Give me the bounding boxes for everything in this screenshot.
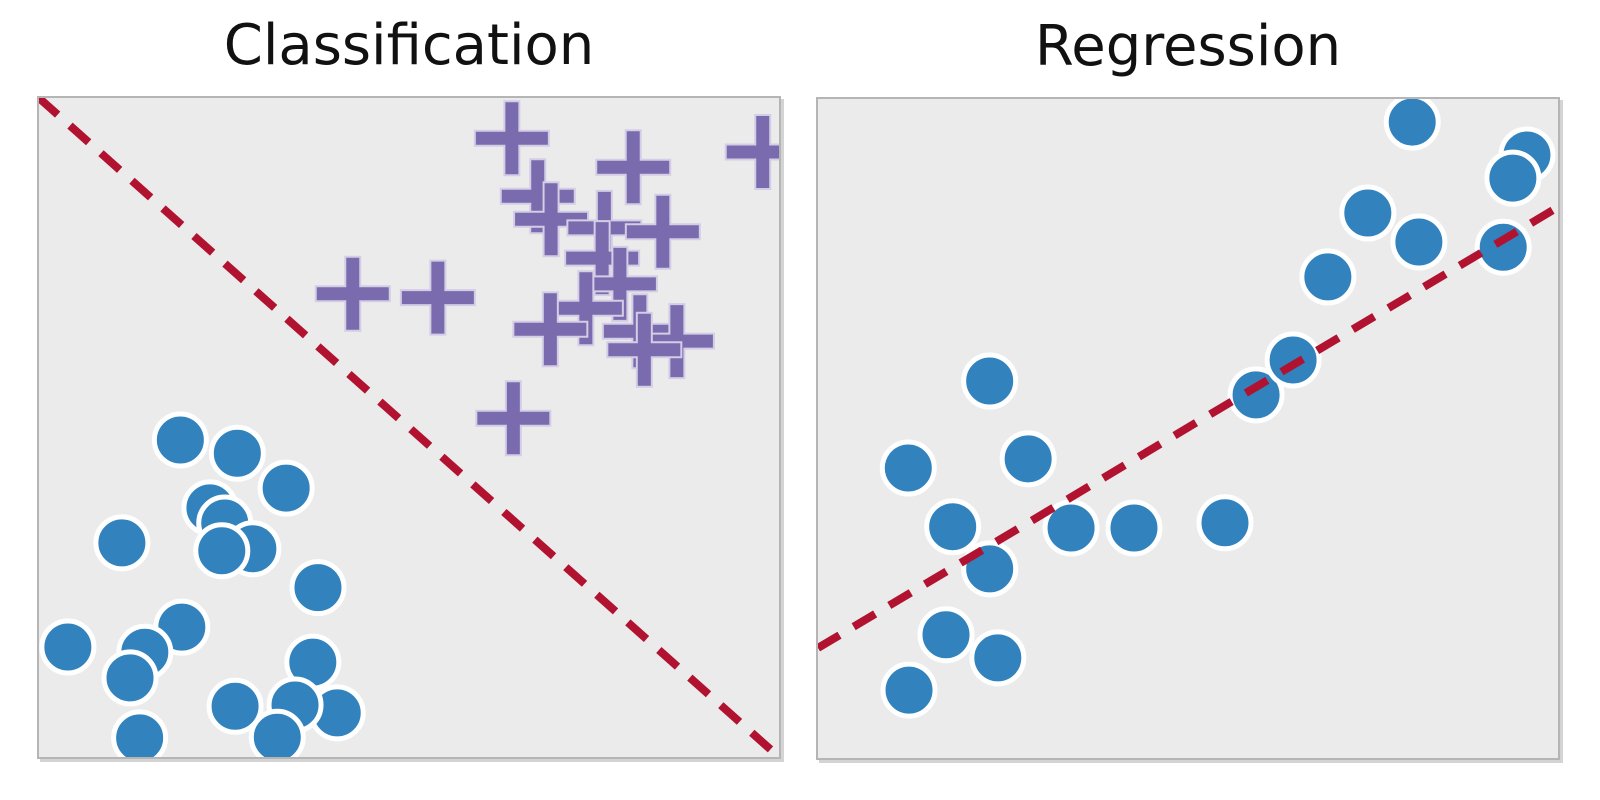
class-B-plus-point — [624, 193, 701, 270]
regression-circles-point — [1227, 366, 1285, 424]
class-B-plus-point — [314, 255, 391, 332]
class-B-plus-point — [475, 380, 552, 457]
regression-circles-point — [1299, 248, 1357, 306]
class-A-circles-point — [111, 709, 169, 757]
class-A-circles-point — [248, 708, 306, 757]
regression-circles-point — [1383, 99, 1441, 151]
class-A-circles-point — [193, 522, 251, 580]
panel-classification: Classification — [37, 13, 781, 759]
regression-scatter-svg — [818, 99, 1558, 719]
class-B-plus-point — [581, 245, 658, 322]
regression-circles-point — [999, 430, 1057, 488]
regression-title: Regression — [1034, 14, 1342, 79]
class-B-plus-point — [547, 270, 624, 347]
class-B-plus-point — [473, 100, 550, 177]
class-B-plus-point — [512, 291, 589, 368]
regression-circles-point — [961, 352, 1019, 410]
regression-fit-line — [818, 203, 1558, 652]
regression-circles-point — [1339, 184, 1397, 242]
regression-circles-point — [924, 498, 982, 556]
regression-circles-point — [1264, 331, 1322, 389]
regression-circles-point — [1484, 149, 1542, 207]
class-A-circles-point — [208, 424, 266, 482]
regression-circles-point — [1474, 218, 1532, 276]
regression-circles-point — [880, 661, 938, 719]
regression-circles-point — [961, 540, 1019, 598]
class-A-circles-point — [101, 649, 159, 707]
class-B-plus-point — [399, 259, 476, 336]
class-B-plus-point — [564, 220, 641, 297]
regression-circles-point — [1105, 499, 1163, 557]
panel-regression: Regression — [816, 14, 1560, 760]
regression-circles-point — [969, 629, 1027, 687]
class-B-plus-point — [724, 114, 779, 191]
regression-circles-point — [1390, 213, 1448, 271]
class-B-plus-point — [499, 158, 576, 235]
class-B-plus-point — [606, 311, 683, 388]
regression-circles-point — [1196, 494, 1254, 552]
classification-scatter-svg — [39, 98, 779, 757]
class-A-circles-point — [151, 411, 209, 469]
classification-title: Classification — [223, 13, 595, 78]
class-A-circles-point — [257, 459, 315, 517]
class-A-circles-point — [39, 618, 97, 676]
regression-circles-point — [879, 439, 937, 497]
class-B-plus-point — [595, 129, 672, 206]
regression-circles-point — [917, 606, 975, 664]
class-A-circles-point — [206, 677, 264, 735]
class-A-circles-point — [289, 559, 347, 617]
regression-circles-point — [1042, 499, 1100, 557]
class-A-circles-point — [93, 514, 151, 572]
